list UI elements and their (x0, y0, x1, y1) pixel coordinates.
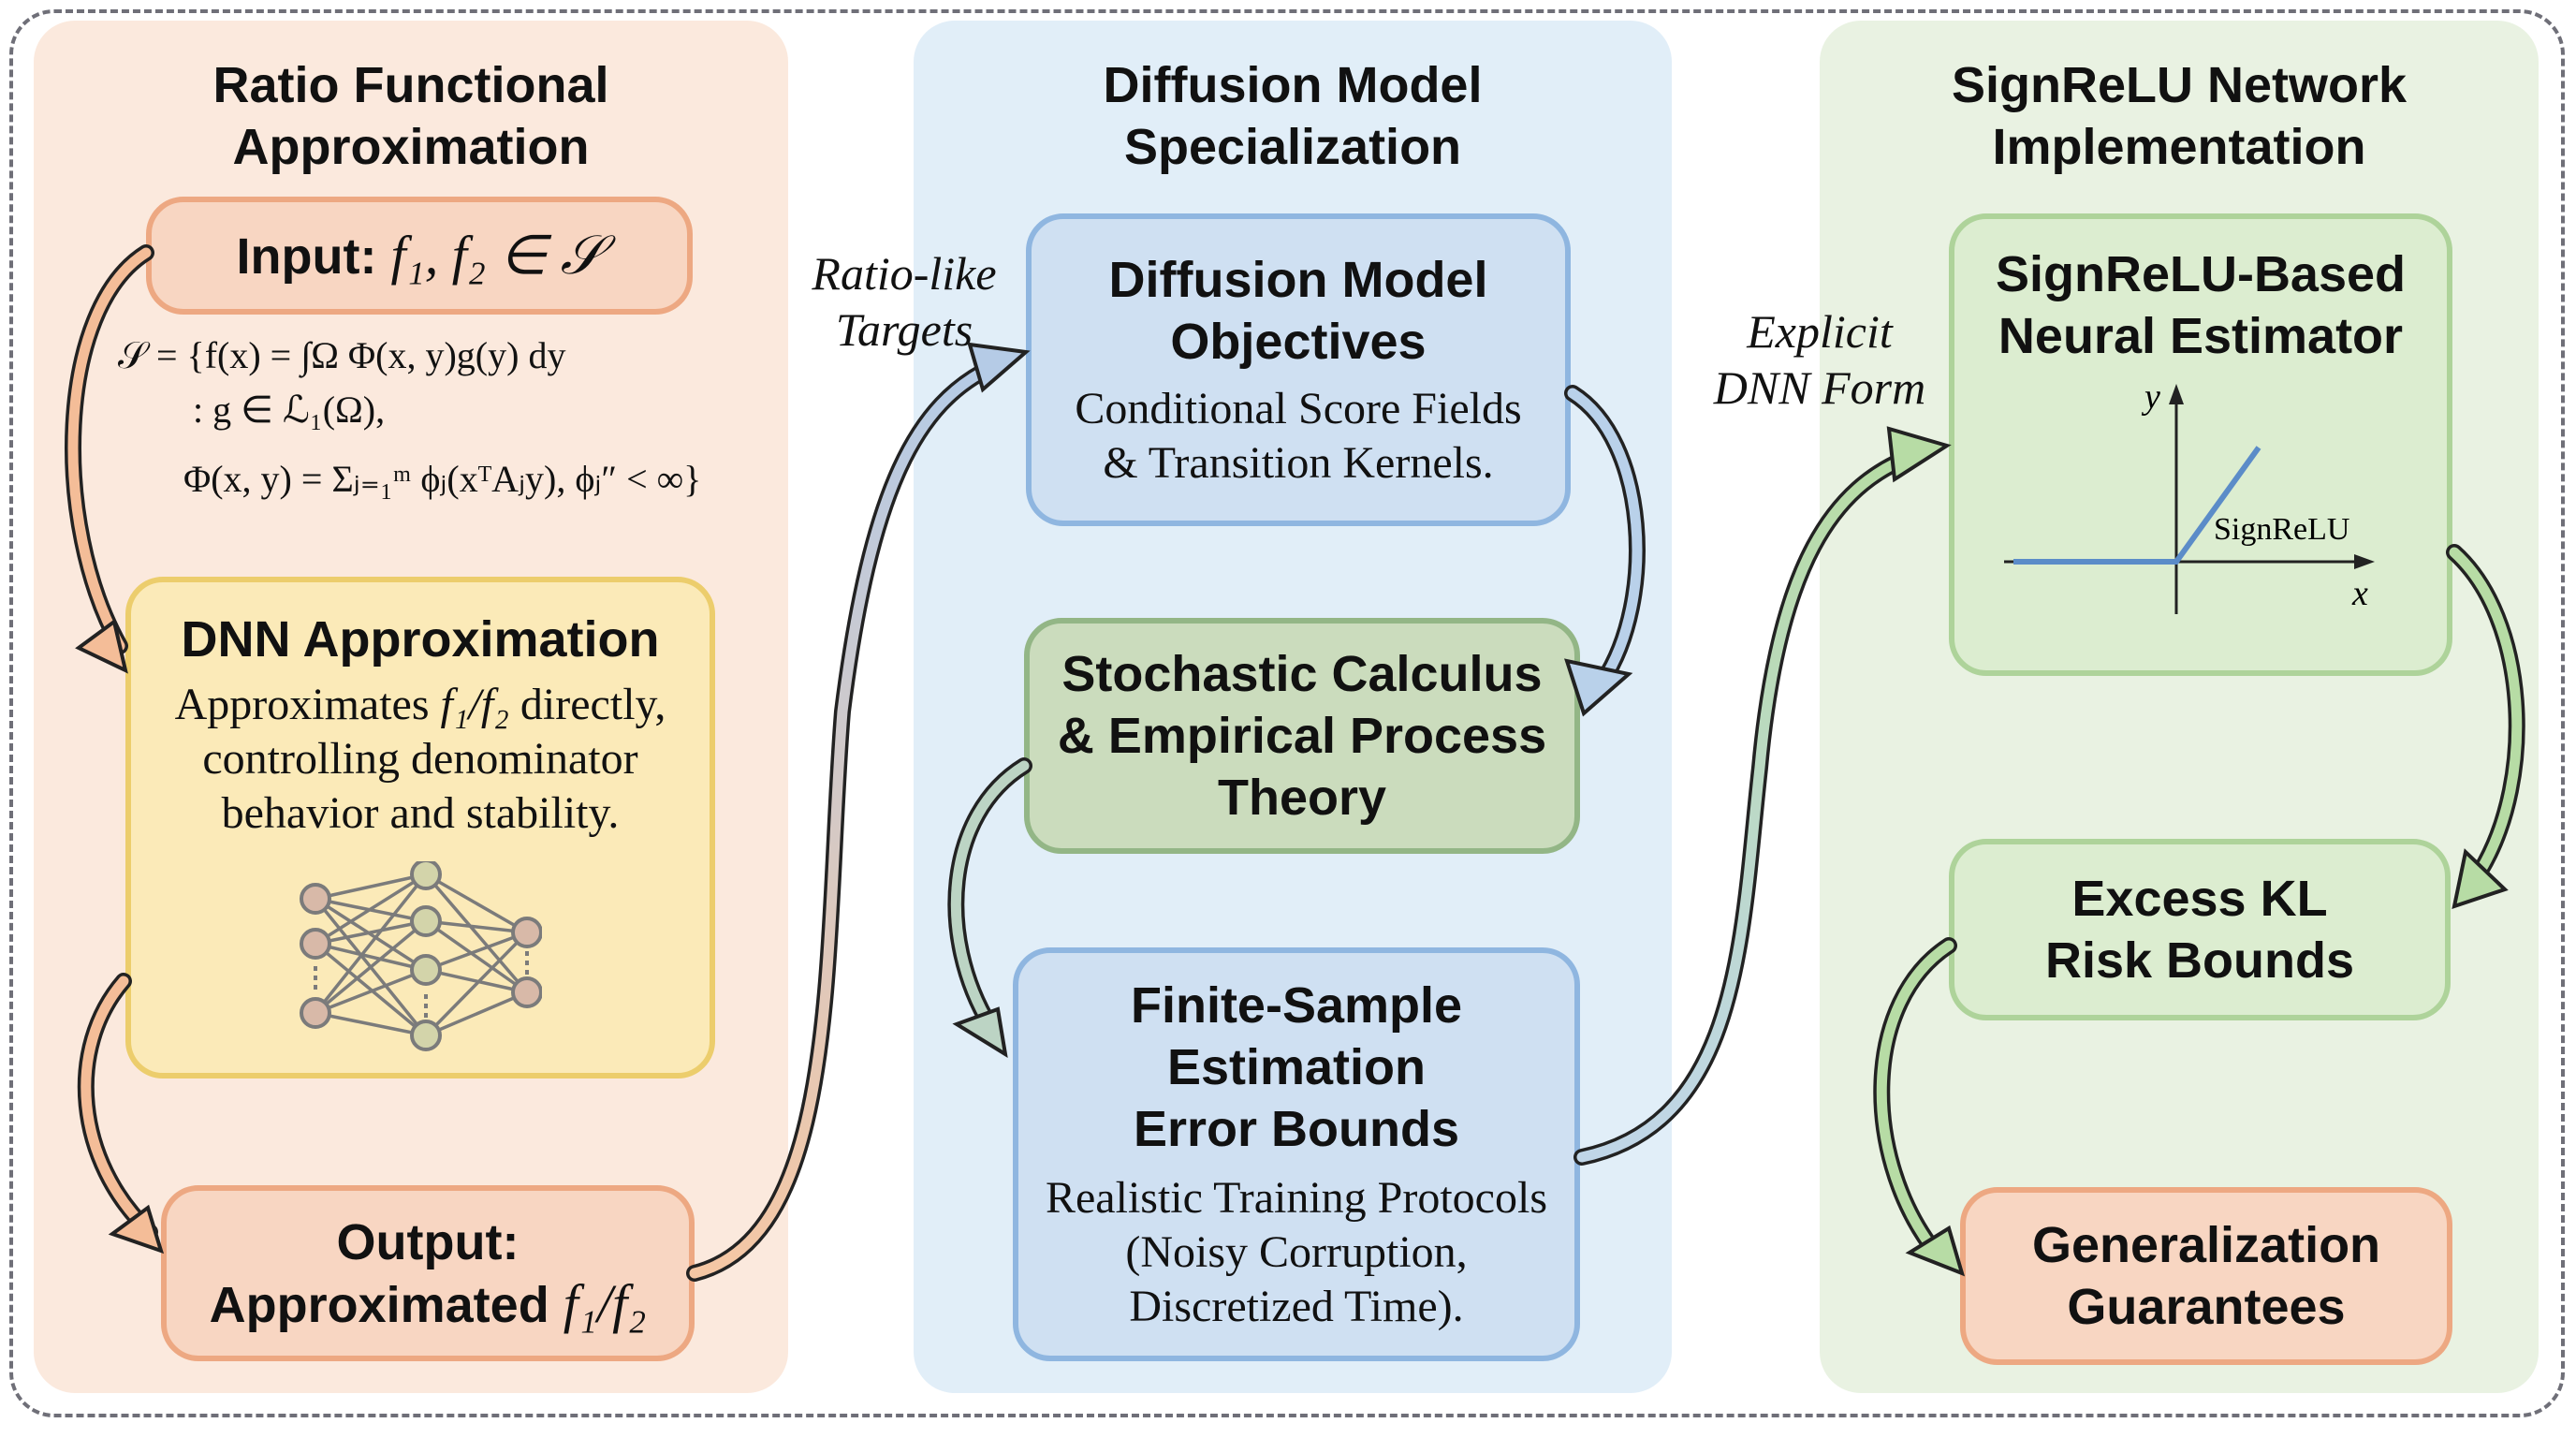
objectives-title: Diffusion Model Objectives (1108, 252, 1488, 370)
input-math: f₁, f₂ ∈ 𝒮 (390, 224, 603, 286)
excess-kl-box[interactable]: Excess KL Risk Bounds (1949, 839, 2451, 1020)
dnn-box-description: Approximates f₁/f₂ directly, controlling… (174, 680, 666, 838)
arrowhead-icon (1886, 426, 1952, 483)
y-axis-arrow-icon (2169, 384, 2184, 404)
arrow-estimator-to-kl (2446, 544, 2525, 879)
arrow-finite-to-estimator (1573, 448, 1918, 1166)
arrow-objectives-to-stochastic (1564, 385, 1646, 690)
finite-sample-title: Finite-Sample Estimation Error Bounds (1130, 977, 1463, 1157)
output-label-line2: Approximated (209, 1276, 564, 1333)
arrowhead-icon (75, 618, 128, 674)
arrowhead-icon (1905, 1225, 1966, 1277)
dnn-approximation-box[interactable]: DNN Approximation Approximates f₁/f₂ dir… (125, 577, 715, 1078)
estimator-title: SignReLU-Based Neural Estimator (1995, 246, 2407, 364)
stochastic-calculus-box[interactable]: Stochastic Calculus & Empirical Process … (1024, 618, 1580, 854)
x-axis-label: x (2351, 574, 2368, 613)
objectives-description: Conditional Score Fields & Transition Ke… (1075, 384, 1522, 488)
diffusion-objectives-box[interactable]: Diffusion Model Objectives Conditional S… (1026, 213, 1571, 526)
x-axis-arrow-icon (2354, 554, 2375, 569)
input-label: Input: (236, 227, 377, 285)
arrow-input-to-dnn (65, 244, 154, 654)
excess-kl-title: Excess KL Risk Bounds (2044, 871, 2355, 989)
panel-title: Diffusion Model Specialization (1103, 57, 1483, 175)
arrow-dnn-to-output (77, 973, 158, 1240)
generalization-box[interactable]: Generalization Guarantees (1960, 1187, 2452, 1365)
panel-title: SignReLU Network Implementation (1951, 57, 2408, 175)
edge-label-explicit-dnn: Explicit DNN Form (1713, 305, 1926, 414)
arrow-kl-to-generalization (1873, 937, 1957, 1254)
arrowhead-icon (2452, 848, 2509, 909)
output-label-line1: Output: (336, 1213, 520, 1270)
diagram-frame (9, 9, 2565, 1417)
y-axis-label: y (2141, 380, 2160, 417)
output-box[interactable]: Output: Approximated f₁/f₂ (161, 1185, 695, 1361)
arrow-stochastic-to-finite (947, 757, 1032, 1034)
stochastic-title: Stochastic Calculus & Empirical Process … (1057, 646, 1547, 826)
output-math: f₁/f₂ (563, 1272, 647, 1334)
dnn-box-title: DNN Approximation (181, 611, 660, 668)
signrelu-curve (2013, 446, 2261, 565)
edge-label-ratio-targets: Ratio-like Targets (812, 247, 997, 356)
signrelu-estimator-box[interactable]: SignReLU-Based Neural Estimator y x Sign… (1949, 213, 2452, 676)
function-class-formula: 𝒮 = {f(x) = ∫Ω Φ(x, y)g(y) dy : g ∈ ℒ₁(Ω… (118, 333, 701, 502)
formula-line-2: : g ∈ ℒ₁(Ω), (193, 389, 386, 431)
arrowhead-icon (967, 342, 1031, 393)
finite-sample-description: Realistic Training Protocols (Noisy Corr… (1045, 1173, 1547, 1331)
panel-title: Ratio Functional Approximation (212, 57, 609, 175)
arrow-output-to-objectives (686, 359, 1001, 1282)
generalization-title: Generalization Guarantees (2031, 1217, 2381, 1335)
finite-sample-box[interactable]: Finite-Sample Estimation Error Bounds Re… (1013, 947, 1580, 1361)
formula-line-1: 𝒮 = {f(x) = ∫Ω Φ(x, y)g(y) dy (118, 334, 566, 376)
arrowhead-icon (952, 1006, 1008, 1059)
formula-line-3: Φ(x, y) = Σⱼ₌₁ᵐ ϕⱼ(xᵀAⱼy), ϕⱼ″ < ∞} (183, 458, 702, 500)
arrowhead-icon (108, 1204, 165, 1255)
neural-network-icon (300, 861, 542, 1051)
signrelu-plot: y x SignReLU (2004, 380, 2375, 614)
arrowhead-icon (1564, 658, 1633, 717)
curve-label: SignReLU (2214, 512, 2349, 547)
